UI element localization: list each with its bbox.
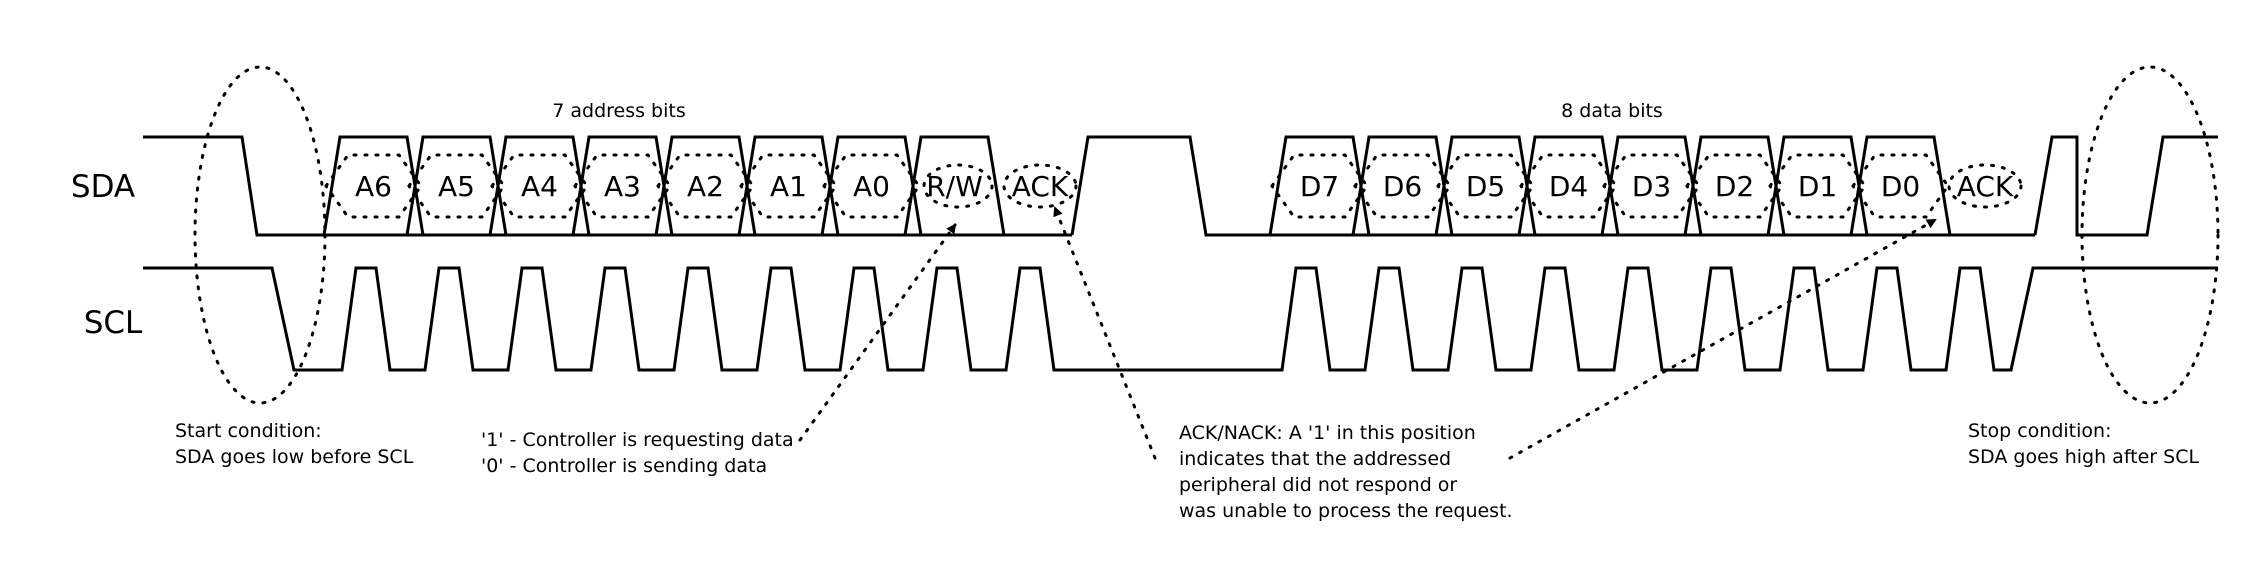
data-d5-bit-hexagon <box>1434 135 1537 237</box>
data-d2-bit-hexagon <box>1683 135 1786 237</box>
data-d3-bit-label: D3 <box>1632 170 1671 203</box>
scl-signal-label: SCL <box>84 305 143 341</box>
data-d7-cell: D7 <box>1268 135 1371 237</box>
address-a0-bit-hexagon <box>820 135 923 237</box>
data-d1-bit-label: D1 <box>1798 170 1837 203</box>
rw-cell: R/W <box>903 135 1006 237</box>
address-a3-cell: A3 <box>571 135 674 237</box>
data-d5-bit-label: D5 <box>1466 170 1505 203</box>
rw-ellipse <box>922 163 994 209</box>
address-a5-cell: A5 <box>405 135 508 237</box>
ack-callout-arrow <box>1053 206 1157 460</box>
data-d0-bit-hexagon <box>1849 135 1952 237</box>
ack2-ellipse <box>1947 163 2023 209</box>
data-d2-cell: D2 <box>1683 135 1786 237</box>
rw-bit-hexagon <box>903 135 1006 237</box>
ack2-label: ACK <box>1957 170 2014 203</box>
data-d4-bit-label: D4 <box>1549 170 1588 203</box>
ack-nack-note: ACK/NACK: A '1' in this position indicat… <box>1179 422 1513 522</box>
data-d6-cell: D6 <box>1351 135 1454 237</box>
data-d2-bit-label: D2 <box>1715 170 1754 203</box>
address-bits-header: 7 address bits <box>552 100 686 122</box>
address-a2-bit-hexagon <box>654 135 757 237</box>
sda-stop-waveform <box>2033 135 2218 237</box>
start-condition-note: Start condition: SDA goes low before SCL <box>175 420 414 468</box>
data-d0-cell: D0 <box>1849 135 1952 237</box>
rw-note-line: '0' - Controller is sending data <box>481 455 767 477</box>
data-d4-cell: D4 <box>1517 135 1620 237</box>
data-d5-cell: D5 <box>1434 135 1537 237</box>
start-note-line: Start condition: <box>175 420 322 442</box>
sda-start-waveform <box>143 135 330 237</box>
stop-note-line: Stop condition: <box>1968 420 2111 442</box>
ack-note-line: indicates that the addressed <box>1179 448 1451 470</box>
ack-note-line: ACK/NACK: A '1' in this position <box>1179 422 1476 444</box>
rw-note-line: '1' - Controller is requesting data <box>481 429 794 451</box>
data-d6-bit-label: D6 <box>1383 170 1422 203</box>
ack-note-line: peripheral did not respond or <box>1179 474 1457 496</box>
data-d6-bit-hexagon <box>1351 135 1454 237</box>
ack1-label: ACK <box>1012 170 1069 203</box>
address-a0-bit-label: A0 <box>853 170 890 203</box>
sda-idle-waveform <box>1070 135 1272 237</box>
address-a6-bit-label: A6 <box>355 170 392 203</box>
stop-note-line: SDA goes high after SCL <box>1968 446 2199 468</box>
address-a4-bit-hexagon <box>488 135 591 237</box>
ack1-ellipse <box>1002 163 1078 209</box>
data-d7-bit-hexagon <box>1268 135 1371 237</box>
address-a5-bit-label: A5 <box>438 170 475 203</box>
stop-condition-ellipse <box>2080 65 2220 405</box>
address-a1-bit-hexagon <box>737 135 840 237</box>
sda-signal-label: SDA <box>71 169 135 205</box>
address-a0-cell: A0 <box>820 135 923 237</box>
data-d3-cell: D3 <box>1600 135 1703 237</box>
rw-note: '1' - Controller is requesting data '0' … <box>481 429 800 477</box>
data-d1-bit-hexagon <box>1766 135 1869 237</box>
address-a6-cell: A6 <box>322 135 425 237</box>
start-condition-ellipse <box>193 65 327 405</box>
data-d1-cell: D1 <box>1766 135 1869 237</box>
address-a2-bit-label: A2 <box>687 170 724 203</box>
data-bits-header: 8 data bits <box>1561 100 1663 122</box>
address-a3-bit-hexagon <box>571 135 674 237</box>
start-note-line: SDA goes low before SCL <box>175 446 414 468</box>
address-a2-cell: A2 <box>654 135 757 237</box>
data-d4-bit-hexagon <box>1517 135 1620 237</box>
sda-bit-cells: A6 A5 A4 A3 A2 A1 A0 R/W ACK D7 D6 D5 D4 D3 D2 D1 D0 ACK <box>322 135 2035 237</box>
address-a3-bit-label: A3 <box>604 170 641 203</box>
stop-condition-note: Stop condition: SDA goes high after SCL <box>1968 420 2199 468</box>
data-d7-bit-label: D7 <box>1300 170 1339 203</box>
scl-waveform <box>143 266 2218 372</box>
address-a1-bit-label: A1 <box>770 170 807 203</box>
address-a4-bit-label: A4 <box>521 170 558 203</box>
rw-bit-label: R/W <box>926 170 983 203</box>
rw-callout-arrow <box>798 223 957 442</box>
address-a1-cell: A1 <box>737 135 840 237</box>
address-a4-cell: A4 <box>488 135 591 237</box>
data-d3-bit-hexagon <box>1600 135 1703 237</box>
ack-note-line: was unable to process the request. <box>1179 500 1513 522</box>
ack-nack-callout-arrow <box>1508 218 1937 460</box>
data-d0-bit-label: D0 <box>1881 170 1920 203</box>
address-a5-bit-hexagon <box>405 135 508 237</box>
address-a6-bit-hexagon <box>322 135 425 237</box>
